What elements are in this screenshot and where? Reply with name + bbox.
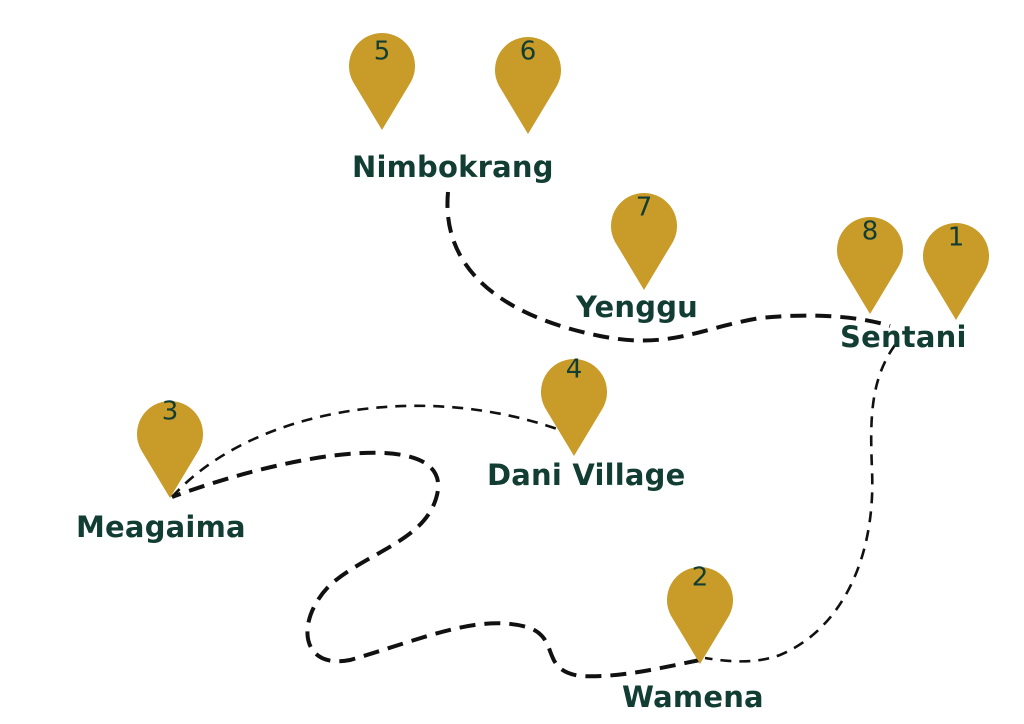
pin-7: 7 <box>610 193 678 290</box>
pin-4: 4 <box>540 355 608 456</box>
pin-1-number: 1 <box>948 223 965 253</box>
route-nimbokrang-sentani <box>445 191 891 343</box>
place-label-yenggu: Yenggu <box>576 290 699 324</box>
place-label-meagaima: Meagaima <box>76 510 246 544</box>
place-label-nimbokrang: Nimbokrang <box>352 150 554 184</box>
pin-5: 5 <box>348 32 416 130</box>
pin-4-number: 4 <box>566 355 583 385</box>
pin-3-number: 3 <box>162 397 179 427</box>
pin-6-number: 6 <box>520 37 537 67</box>
route-sentani-wamena <box>704 344 897 663</box>
pin-6: 6 <box>494 37 562 134</box>
route-wamena-meagaima <box>171 450 701 679</box>
pin-8: 8 <box>836 217 904 314</box>
pin-2-number: 2 <box>692 563 709 593</box>
pin-3: 3 <box>136 397 204 498</box>
pin-2: 2 <box>666 563 734 664</box>
pin-5-number: 5 <box>374 37 391 67</box>
place-label-sentani: Sentani <box>840 320 967 354</box>
pin-1: 1 <box>922 223 990 320</box>
place-label-wamena: Wamena <box>622 680 764 714</box>
place-label-dani-village: Dani Village <box>487 458 686 492</box>
pin-7-number: 7 <box>636 193 653 223</box>
pin-8-number: 8 <box>862 217 879 247</box>
route-meagaima-dani <box>171 404 561 498</box>
